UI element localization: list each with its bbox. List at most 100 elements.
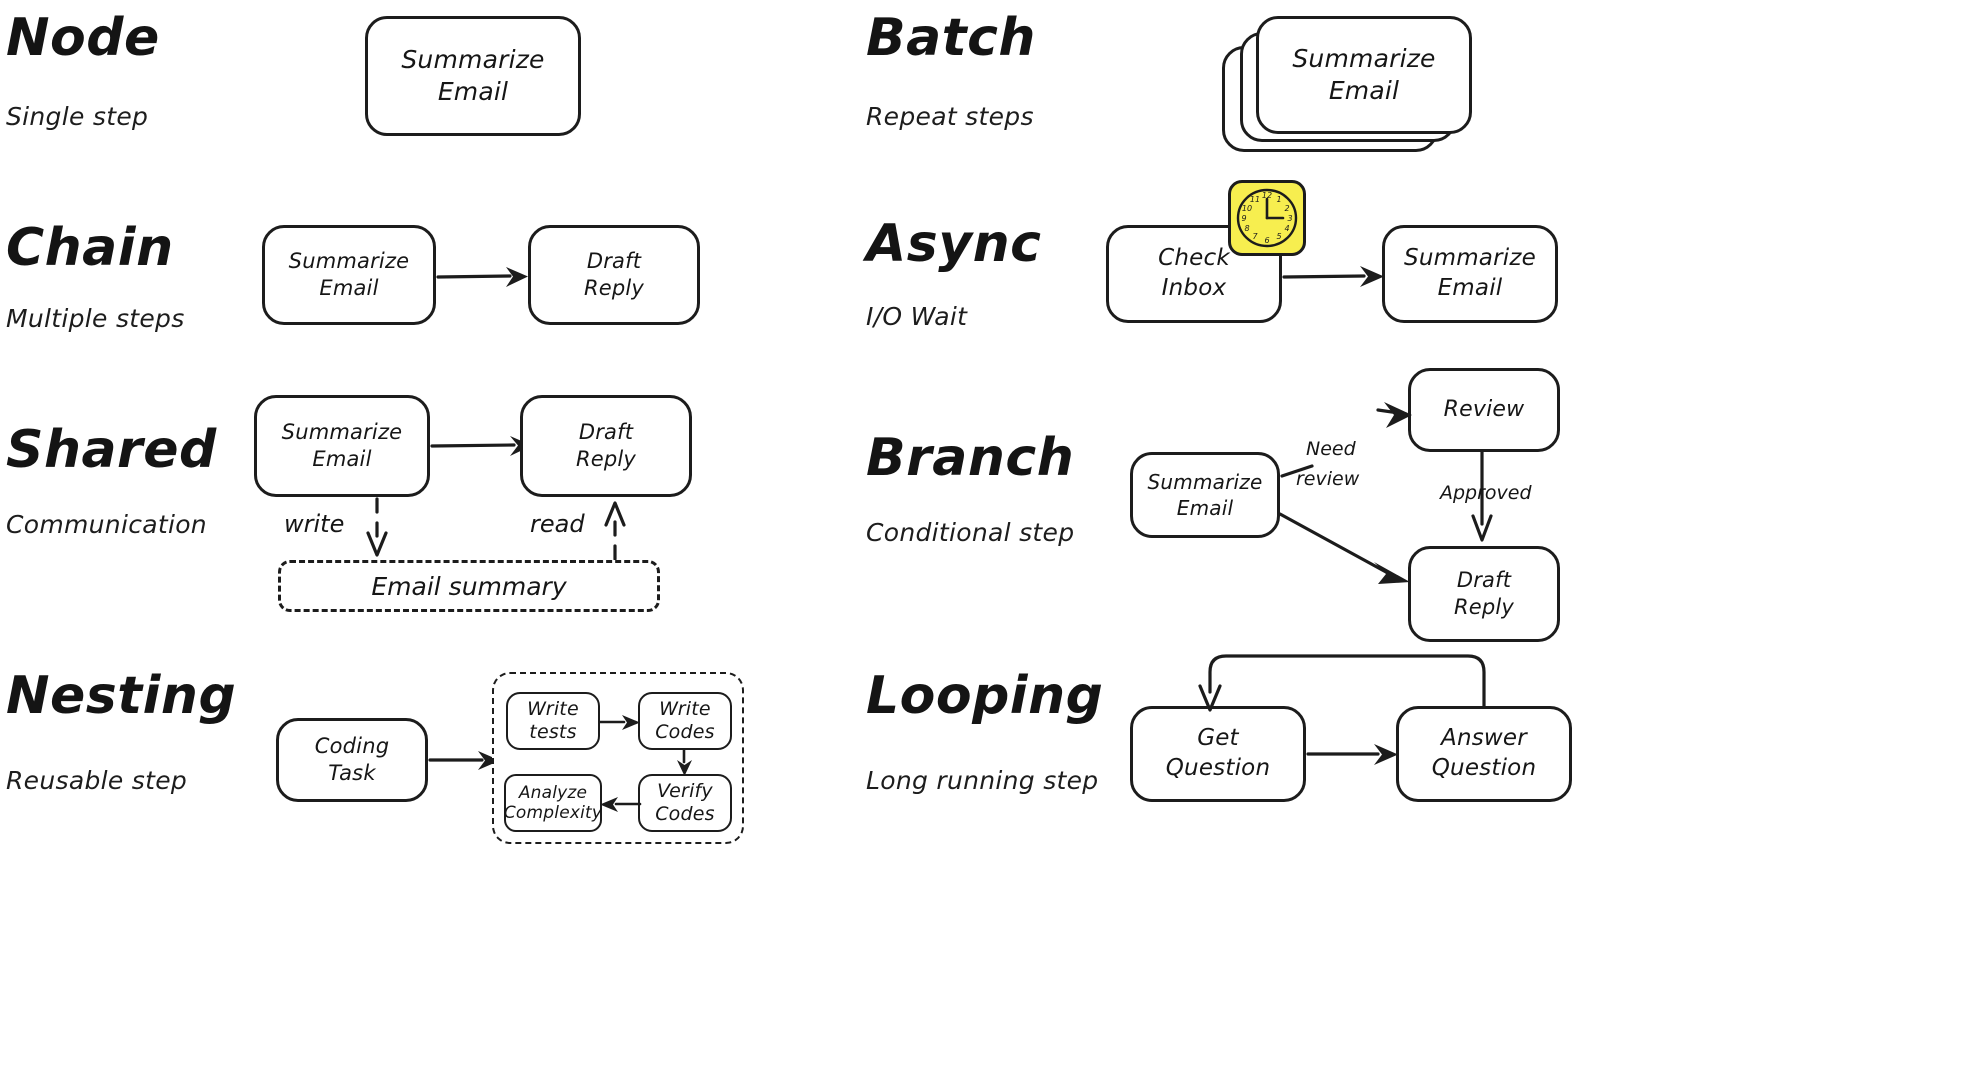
node-label-line1: Write: [527, 697, 579, 720]
node-label-line2: Complexity: [503, 803, 603, 823]
async-node-summarize-email[interactable]: Summarize Email: [1382, 225, 1558, 323]
node-label-line1: Analyze: [518, 782, 588, 803]
svg-text:8: 8: [1244, 224, 1249, 233]
section-caption-nesting: Reusable step: [6, 766, 188, 795]
node-label-line2: Email: [437, 77, 509, 106]
edge-label-need: Need: [1306, 438, 1356, 460]
svg-text:9: 9: [1241, 214, 1246, 223]
node-label-line1: Draft: [586, 248, 642, 273]
svg-text:11: 11: [1250, 195, 1260, 204]
node-label-line1: Summarize: [1292, 43, 1436, 73]
node-label-line1: Write: [659, 697, 711, 720]
section-caption-node: Single step: [6, 102, 149, 131]
chain-node-draft-reply[interactable]: Draft Reply: [528, 225, 700, 325]
node-label-line1: Verify: [657, 779, 713, 802]
node-label-line1: Coding: [314, 733, 390, 758]
nesting-node-coding-task[interactable]: Coding Task: [276, 718, 428, 802]
node-label-line2: Email: [1437, 275, 1503, 301]
section-heading-chain: Chain: [6, 218, 174, 278]
branch-node-review[interactable]: Review: [1408, 368, 1560, 452]
branch-arrow-approved: [1471, 450, 1493, 542]
node-label-line2: Codes: [655, 721, 715, 743]
shared-store-email-summary[interactable]: Email summary: [278, 560, 660, 612]
node-label-line2: Reply: [1453, 595, 1515, 619]
shared-node-draft-reply[interactable]: Draft Reply: [520, 395, 692, 497]
section-caption-async: I/O Wait: [866, 302, 968, 331]
subflow-node-write-tests[interactable]: Write tests: [506, 692, 600, 750]
svg-text:5: 5: [1276, 232, 1281, 241]
node-label-line1: Summarize: [401, 44, 545, 74]
section-caption-looping: Long running step: [866, 766, 1099, 795]
section-heading-async: Async: [866, 214, 1042, 274]
svg-text:4: 4: [1284, 224, 1289, 233]
section-caption-batch: Repeat steps: [866, 102, 1034, 131]
svg-text:10: 10: [1242, 204, 1252, 213]
node-label-line2: Email: [319, 276, 379, 300]
svg-text:6: 6: [1264, 236, 1269, 245]
store-label: Email summary: [371, 571, 567, 601]
svg-text:2: 2: [1284, 204, 1289, 213]
branch-node-summarize-email[interactable]: Summarize Email: [1130, 452, 1280, 538]
async-node-check-inbox[interactable]: Check Inbox: [1106, 225, 1282, 323]
chain-node-summarize-email[interactable]: Summarize Email: [262, 225, 436, 325]
edge-label-approved: Approved: [1440, 482, 1532, 504]
branch-arrow-direct: [1278, 512, 1410, 584]
section-heading-shared: Shared: [6, 420, 217, 480]
write-arrow: [366, 497, 388, 557]
node-label-line2: Question: [1431, 755, 1537, 781]
nesting-arrow: [428, 751, 500, 770]
branch-node-draft-reply[interactable]: Draft Reply: [1408, 546, 1560, 642]
section-heading-nesting: Nesting: [6, 666, 237, 726]
edge-label-review: review: [1296, 468, 1360, 490]
node-label-line1: Draft: [1456, 567, 1512, 592]
node-label-line2: Task: [328, 761, 376, 785]
node-summarize-email[interactable]: Summarize Email: [365, 16, 581, 136]
shared-node-summarize-email[interactable]: Summarize Email: [254, 395, 430, 497]
subflow-node-verify-codes[interactable]: Verify Codes: [638, 774, 732, 832]
looping-node-answer-question[interactable]: Answer Question: [1396, 706, 1572, 802]
branch-arrow-need-review: [1280, 402, 1412, 478]
svg-text:3: 3: [1287, 214, 1292, 223]
edge-label-read: read: [530, 510, 585, 538]
batch-node-summarize-email[interactable]: Summarize Email: [1256, 16, 1472, 134]
chain-arrow: [436, 267, 528, 287]
section-caption-branch: Conditional step: [866, 518, 1075, 547]
node-label-line1: Summarize: [1404, 245, 1536, 272]
svg-text:7: 7: [1252, 232, 1258, 241]
subflow-arrow-verify-to-analyze: [600, 797, 642, 812]
subflow-node-analyze-complexity[interactable]: Analyze Complexity: [504, 774, 602, 832]
subflow-node-write-codes[interactable]: Write Codes: [638, 692, 732, 750]
node-label-line2: Reply: [575, 447, 637, 471]
node-label-line1: Draft: [578, 419, 634, 444]
section-heading-node: Node: [6, 8, 160, 68]
node-label-line1: Check: [1158, 245, 1230, 272]
node-label-line2: Email: [1328, 76, 1400, 105]
node-label-line2: Reply: [583, 276, 645, 300]
looping-arrow-forward: [1306, 744, 1398, 765]
node-label-line2: Email: [312, 447, 372, 471]
node-label-line1: Review: [1443, 396, 1525, 422]
node-label-line2: tests: [529, 721, 577, 743]
node-label-line2: Question: [1165, 755, 1271, 781]
node-label-line1: Answer: [1441, 725, 1527, 752]
section-heading-branch: Branch: [866, 428, 1075, 488]
node-label-line2: Codes: [655, 803, 715, 825]
subflow-arrow-tests-to-codes: [598, 715, 640, 730]
node-label-line2: Email: [1176, 496, 1234, 520]
subflow-arrow-codes-to-verify: [677, 748, 692, 776]
svg-text:1: 1: [1276, 195, 1281, 204]
node-label-line1: Summarize: [281, 419, 403, 444]
section-caption-chain: Multiple steps: [6, 304, 185, 333]
read-arrow: [604, 501, 626, 561]
node-label-line1: Get: [1197, 725, 1239, 752]
node-label-line1: Summarize: [288, 248, 410, 273]
looping-node-get-question[interactable]: Get Question: [1130, 706, 1306, 802]
async-arrow: [1282, 266, 1384, 287]
edge-label-write: write: [284, 510, 345, 538]
svg-text:12: 12: [1262, 191, 1272, 200]
section-caption-shared: Communication: [6, 510, 207, 539]
section-heading-batch: Batch: [866, 8, 1036, 68]
section-heading-looping: Looping: [866, 666, 1104, 726]
